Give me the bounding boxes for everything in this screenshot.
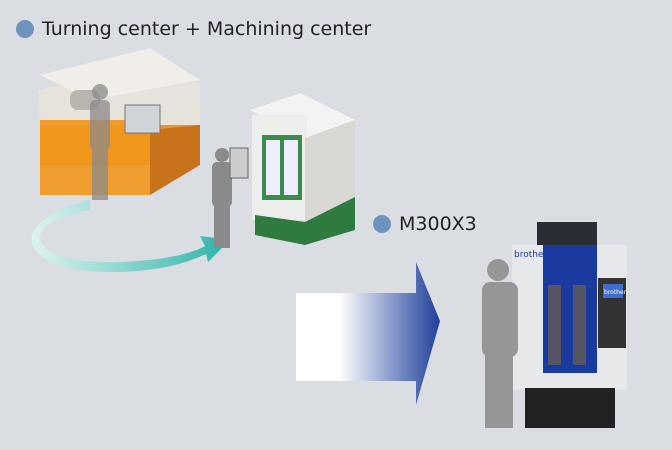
bullet-icon [373,215,391,233]
label-after-text: M300X3 [399,213,477,235]
curved-arrow-icon [31,200,230,272]
brand-logo: brother [514,250,547,260]
arrow-icon [296,262,440,405]
bullet-icon [16,20,34,38]
operator-silhouette [482,259,518,428]
operator-silhouette [90,84,110,200]
machining-center-machine [250,93,355,245]
operator-silhouette [212,148,232,248]
label-before-text: Turning center + Machining center [42,18,372,40]
label-before: Turning center + Machining center [16,18,371,40]
m300x3-machine: brother brother [512,222,627,428]
label-after: M300X3 [373,213,477,235]
screen-logo: brother [604,289,627,296]
control-panel [229,147,249,179]
turning-center-machine [38,48,200,195]
